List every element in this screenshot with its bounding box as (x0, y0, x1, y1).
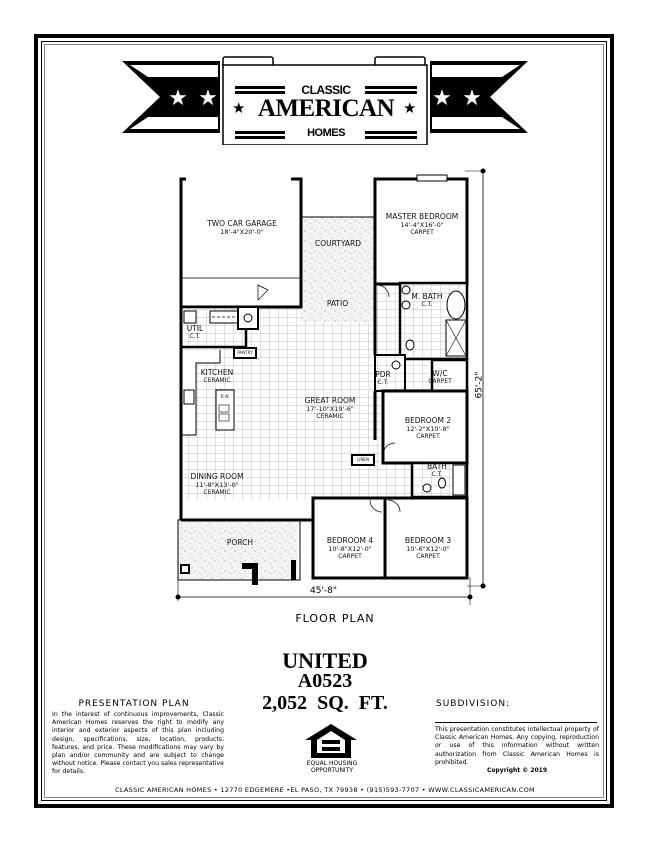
plan-code: A0523 (297, 670, 353, 692)
room-wic: W/C CARPET (428, 369, 452, 386)
copyright-notice: Copyright © 2019 (486, 767, 548, 774)
room-garage: TWO CAR GARAGE 18'-4"X20'-0" (207, 219, 277, 237)
room-porch: PORCH (226, 538, 254, 547)
room-pantry: PANTRY (237, 350, 253, 355)
intellectual-property-notice: This presentation constitutes intellectu… (435, 726, 599, 766)
logo-banner: ★ ★ ★ ★ CLASSIC ★ AMERICAN ★ HOMES (120, 55, 530, 146)
room-kitchen: KITCHEN CERAMIC (200, 368, 234, 385)
logo-star-right-icon: ★ (403, 100, 417, 117)
svg-text:★: ★ (462, 86, 482, 111)
room-patio: PATIO (326, 299, 349, 308)
dishwasher-label: D.W. (220, 394, 230, 399)
room-master-bedroom: MASTER BEDROOM 14'-4"X16'-0" CARPET (385, 212, 459, 237)
width-dimension: 45'-8" (310, 586, 338, 596)
page-border-outer (34, 34, 614, 808)
floor-plan-graphic (175, 168, 486, 605)
page-border-inner-thin (44, 44, 604, 798)
company-contact-footer: CLASSIC AMERICAN HOMES • 12770 EDGEMERE … (115, 786, 535, 794)
room-linen: LINEN (357, 457, 369, 462)
room-utility: UTIL C.T. (186, 324, 204, 341)
room-courtyard: COURTYARD (315, 239, 361, 248)
room-powder: PDR C.T. (375, 370, 391, 387)
banner-ribbon-graphic: ★ ★ ★ ★ (122, 56, 528, 146)
page-border-inner (41, 41, 607, 801)
logo-homes-text: HOMES (307, 127, 345, 139)
room-bedroom-4: BEDROOM 4 10'-8"X12'-0" CARPET (326, 536, 374, 561)
svg-text:★: ★ (432, 86, 452, 111)
subdivision-header: SUBDIVISION: (436, 699, 511, 709)
room-bath: BATH C.T. (427, 462, 447, 479)
svg-text:★: ★ (198, 86, 218, 111)
room-bedroom-3: BEDROOM 3 10'-6"X12'-0" CARPET (404, 536, 452, 561)
svg-text:★: ★ (168, 86, 188, 111)
room-great-room: GREAT ROOM 17'-10"X19'-6" CERAMIC (304, 396, 356, 421)
floor-plan-caption: FLOOR PLAN (295, 612, 375, 625)
presentation-plan-disclaimer: In the interest of continuous improvemen… (52, 711, 224, 776)
equal-housing-icon (303, 722, 359, 760)
floor-plan-drawing: TWO CAR GARAGE 18'-4"X20'-0" COURTYARD P… (170, 165, 510, 605)
logo-american-text: AMERICAN (257, 95, 395, 122)
room-bedroom-2: BEDROOM 2 12'-2"X10'-8" CARPET (404, 416, 452, 441)
subdivision-value-line (435, 722, 597, 723)
room-dining: DINING ROOM 11'-8"X13'-0" CERAMIC (190, 472, 244, 497)
logo-star-left-icon: ★ (232, 100, 246, 117)
equal-housing-text: EQUAL HOUSING OPPORTUNITY (306, 760, 358, 774)
presentation-plan-header: PRESENTATION PLAN (78, 699, 190, 709)
logo-classic-text: CLASSIC (301, 83, 351, 97)
plan-sqft: 2,052 SQ. FT. (262, 692, 388, 714)
room-master-bath: M. BATH C.T. (411, 292, 443, 309)
plan-name: UNITED (282, 648, 368, 673)
depth-dimension: 65'-2" (474, 371, 485, 399)
